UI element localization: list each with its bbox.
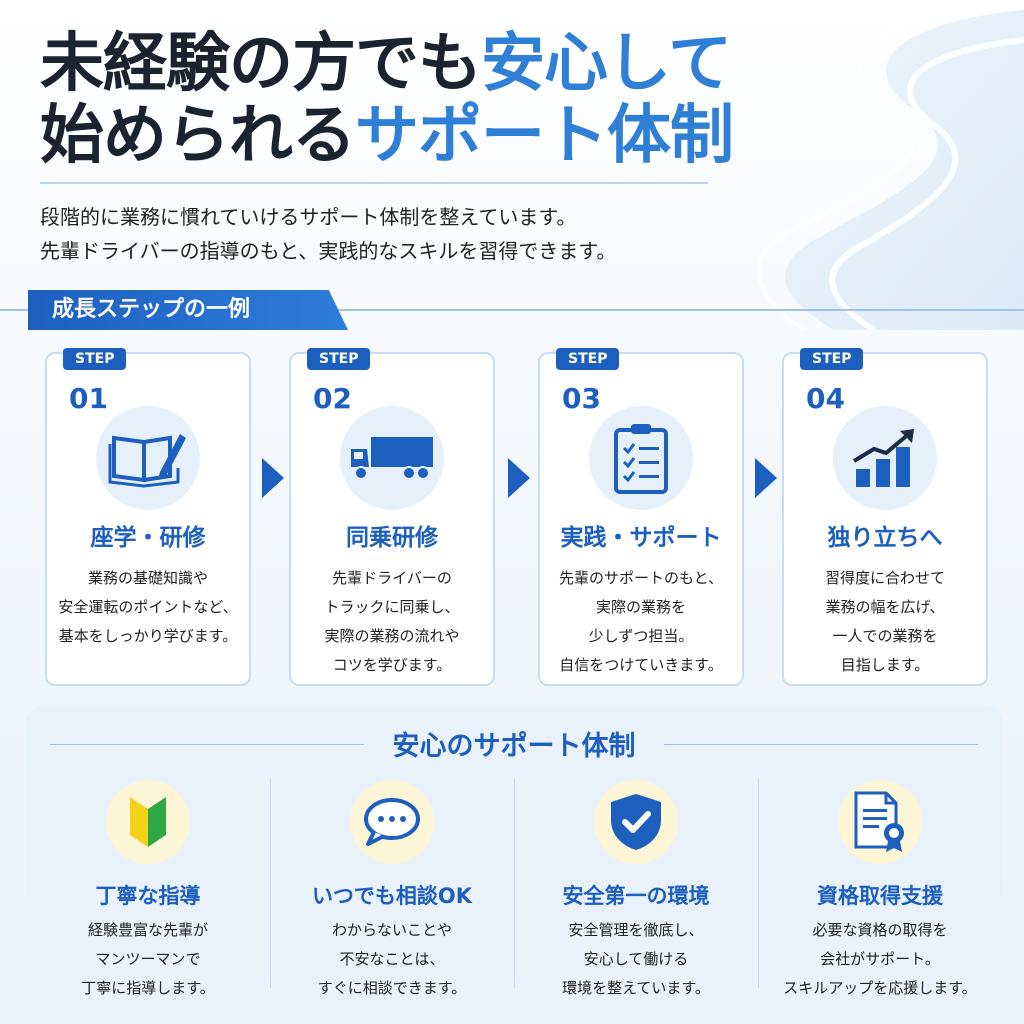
support-item-title: 丁寧な指導 (95, 884, 201, 908)
step-title: 実践・サポート (560, 525, 722, 551)
step-tag: STEP (800, 348, 864, 370)
chat-bubble-icon (350, 780, 434, 864)
step-title: 座学・研修 (90, 525, 206, 551)
support-title-line-left (50, 744, 364, 745)
certificate-icon (838, 780, 922, 864)
step-number: 01 (69, 382, 108, 415)
support-item-2: いつでも相談OK わからないことや 不安なことは、 すぐに相談できます。 (270, 776, 514, 997)
support-title: 安心のサポート体制 (392, 731, 636, 762)
beginner-mark-icon (106, 780, 190, 864)
step-tag: STEP (556, 348, 620, 370)
support-divider (270, 778, 271, 988)
headline-line1-dark: 未経験の方でも (40, 27, 482, 101)
step-tag: STEP (63, 348, 127, 370)
step-tag: STEP (307, 348, 371, 370)
section-label: 成長ステップの一例 (28, 290, 348, 330)
growth-chart-icon (833, 406, 937, 510)
step-description: 業務の基礎知識や 安全運転のポイントなど、 基本をしっかり学びます。 (58, 569, 238, 645)
page-headline: 未経験の方でも安心して 始められるサポート体制 (40, 27, 734, 173)
support-item-1: 丁寧な指導 経験豊富な先輩が マンツーマンで 丁寧に指導します。 (26, 776, 270, 997)
step-number: 04 (806, 382, 845, 415)
step-title: 同乗研修 (346, 525, 438, 551)
support-divider (758, 778, 759, 988)
book-pencil-icon (96, 406, 200, 510)
checklist-icon (589, 406, 693, 510)
step-card-1: STEP 01 座学・研修 業務の基礎知識や 安全運転のポイントなど、 基本をし… (45, 348, 251, 686)
step-arrow-icon (755, 458, 777, 498)
headline-line2-blue: サポート体制 (355, 99, 734, 173)
intro-line-2: 先輩ドライバーの指導のもと、実践的なスキルを習得できます。 (40, 239, 617, 263)
support-item-title: 安全第一の環境 (562, 884, 710, 908)
support-item-title: 資格取得支援 (817, 884, 943, 908)
intro-line-1: 段階的に業務に慣れていけるサポート体制を整えています。 (40, 205, 577, 229)
step-description: 習得度に合わせて 業務の幅を広げ、 一人での業務を 目指します。 (824, 569, 945, 674)
support-item-description: わからないことや 不安なことは、 すぐに相談できます。 (317, 921, 467, 997)
step-description: 先輩ドライバーの トラックに同乗し、 実際の業務の流れや コツを学びます。 (324, 569, 460, 674)
headline-line2-dark: 始められる (40, 99, 356, 173)
step-arrow-icon (262, 458, 284, 498)
support-item-4: 資格取得支援 必要な資格の取得を 会社がサポート。 スキルアップを応援します。 (758, 776, 1002, 997)
support-divider (514, 778, 515, 988)
shield-check-icon (594, 780, 678, 864)
support-item-description: 経験豊富な先輩が マンツーマンで 丁寧に指導します。 (81, 921, 215, 997)
step-arrow-icon (508, 458, 530, 498)
headline-line1-blue: 安心して (481, 27, 732, 101)
support-item-description: 必要な資格の取得を 会社がサポート。 スキルアップを応援します。 (783, 921, 977, 997)
section-divider (0, 309, 1024, 311)
step-card-2: STEP 02 同乗研修 先輩ドライバーの トラックに同乗し、 実際の業務の流れ… (289, 348, 495, 686)
step-description: 先輩のサポートのもと、 実際の業務を 少しずつ担当。 自信をつけていきます。 (558, 569, 724, 674)
step-number: 02 (313, 382, 352, 415)
truck-icon (340, 406, 444, 510)
support-title-line-right (664, 744, 978, 745)
headline-divider (40, 182, 708, 184)
step-title: 独り立ちへ (827, 525, 943, 551)
intro-text: 段階的に業務に慣れていけるサポート体制を整えています。 先輩ドライバーの指導のも… (40, 200, 616, 268)
support-item-title: いつでも相談OK (311, 884, 473, 908)
support-item-description: 安全管理を徹底し、 安心して働ける 環境を整えています。 (562, 921, 710, 997)
step-card-3: STEP 03 実践・サポート 先輩のサポートのもと、 実際の業務を 少しずつ担… (538, 348, 744, 686)
step-card-4: STEP 04 独り立ちへ 習得度に合わせて 業務の幅を広げ、 一人での業務を … (782, 348, 988, 686)
step-number: 03 (562, 382, 601, 415)
support-section: 安心のサポート体制 丁寧な指導 経験豊富な先輩が マンツーマンで 丁寧に指導しま… (26, 706, 1002, 1010)
support-item-3: 安全第一の環境 安全管理を徹底し、 安心して働ける 環境を整えています。 (514, 776, 758, 997)
